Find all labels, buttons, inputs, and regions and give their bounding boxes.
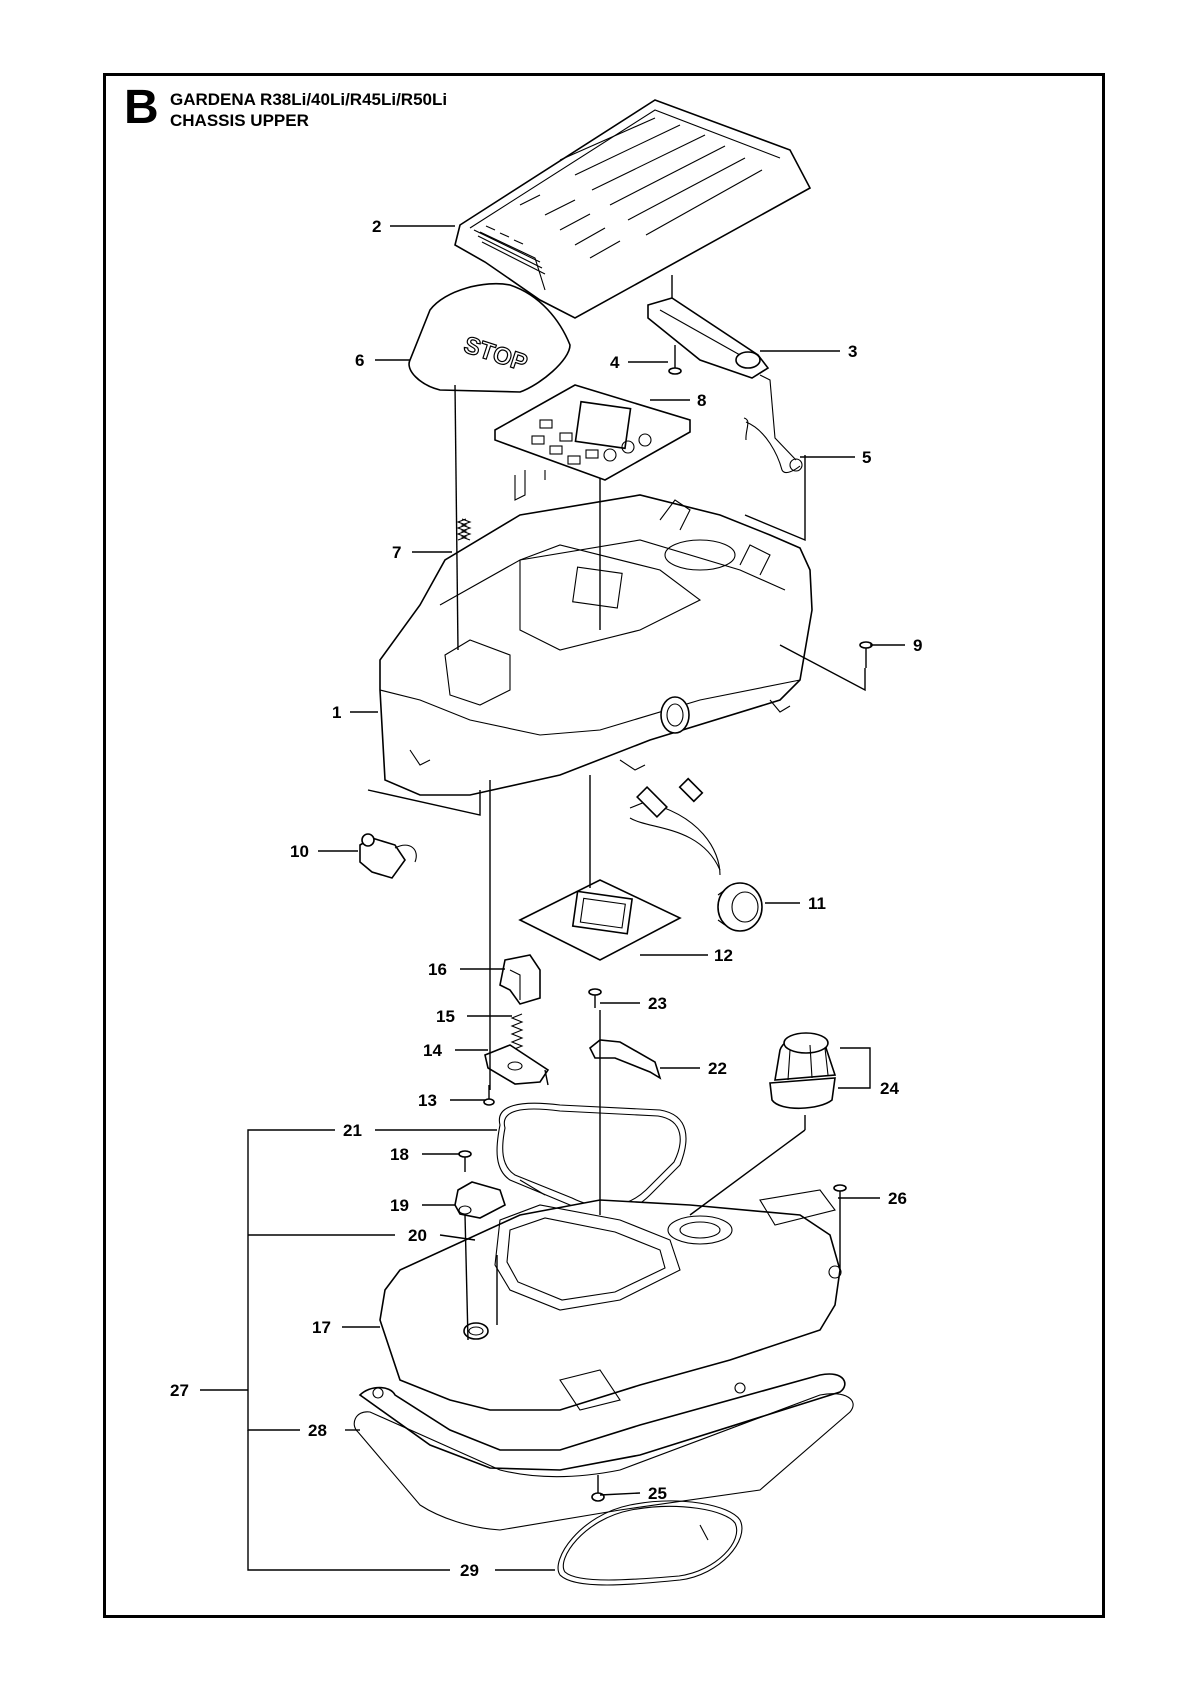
part-18-screw [458,1150,472,1172]
part-5-spring-wire [743,374,803,474]
callout-19: 19 [390,1196,409,1215]
leader-lines [200,225,905,1571]
part-13-screw [483,1085,495,1106]
part-26-screw [833,1184,847,1205]
callout-numbers: 1 2 3 4 5 6 7 8 9 10 11 12 13 14 15 16 1… [170,217,922,1580]
callout-27: 27 [170,1381,189,1400]
callout-15: 15 [436,1007,455,1026]
callout-20: 20 [408,1226,427,1245]
part-14-plate [484,1044,550,1086]
callout-26: 26 [888,1189,907,1208]
part-25-screw [591,1475,605,1502]
part-10-sensor-bracket [359,833,417,879]
part-6-stop-button: STOP [408,282,571,393]
part-29-lid-seal [557,1500,743,1586]
callout-21: 21 [343,1121,362,1140]
callout-1: 1 [332,703,341,722]
callout-6: 6 [355,351,364,370]
part-21-gasket [496,1102,687,1215]
part-7-spring [456,518,472,541]
callout-11: 11 [808,894,826,913]
callout-23: 23 [648,994,667,1013]
callout-10: 10 [290,842,309,861]
part-22-clip [588,1039,662,1080]
callout-14: 14 [423,1041,442,1060]
part-12-circuit-board [518,879,682,961]
callout-18: 18 [390,1145,409,1164]
callout-16: 16 [428,960,447,979]
part-16-bracket [499,954,541,1005]
section-letter: B [124,81,159,134]
callout-5: 5 [862,448,871,467]
callout-7: 7 [392,543,401,562]
part-9-screw [859,641,873,668]
part-2-top-cover [454,99,812,319]
callout-4: 4 [610,353,620,372]
part-19-sensor [454,1181,506,1219]
part-24-height-knob [769,1032,837,1110]
callout-25: 25 [648,1484,667,1503]
part-1-upper-chassis [379,494,813,796]
callout-22: 22 [708,1059,727,1078]
part-4-screw [668,345,682,375]
callout-13: 13 [418,1091,437,1110]
part-28-chassis-gasket [353,1393,854,1531]
part-3-handle [647,275,770,379]
diagram-frame [103,73,1105,1618]
part-15-spring [510,1013,524,1051]
callout-29: 29 [460,1561,479,1580]
callout-2: 2 [372,217,381,236]
callout-17: 17 [312,1318,331,1337]
callout-9: 9 [913,636,922,655]
callout-24: 24 [880,1079,899,1098]
callout-28: 28 [308,1421,327,1440]
callout-8: 8 [697,391,706,410]
diagram-title: GARDENA R38Li/40Li/R45Li/R50Li [170,90,448,109]
part-17-lower-chassis [358,1189,846,1471]
diagram-subtitle: CHASSIS UPPER [170,111,309,130]
part-23-screw [588,988,602,1008]
part-11-buzzer [629,777,763,932]
callout-12: 12 [714,946,733,965]
callout-3: 3 [848,342,857,361]
part-8-control-panel [494,384,691,501]
